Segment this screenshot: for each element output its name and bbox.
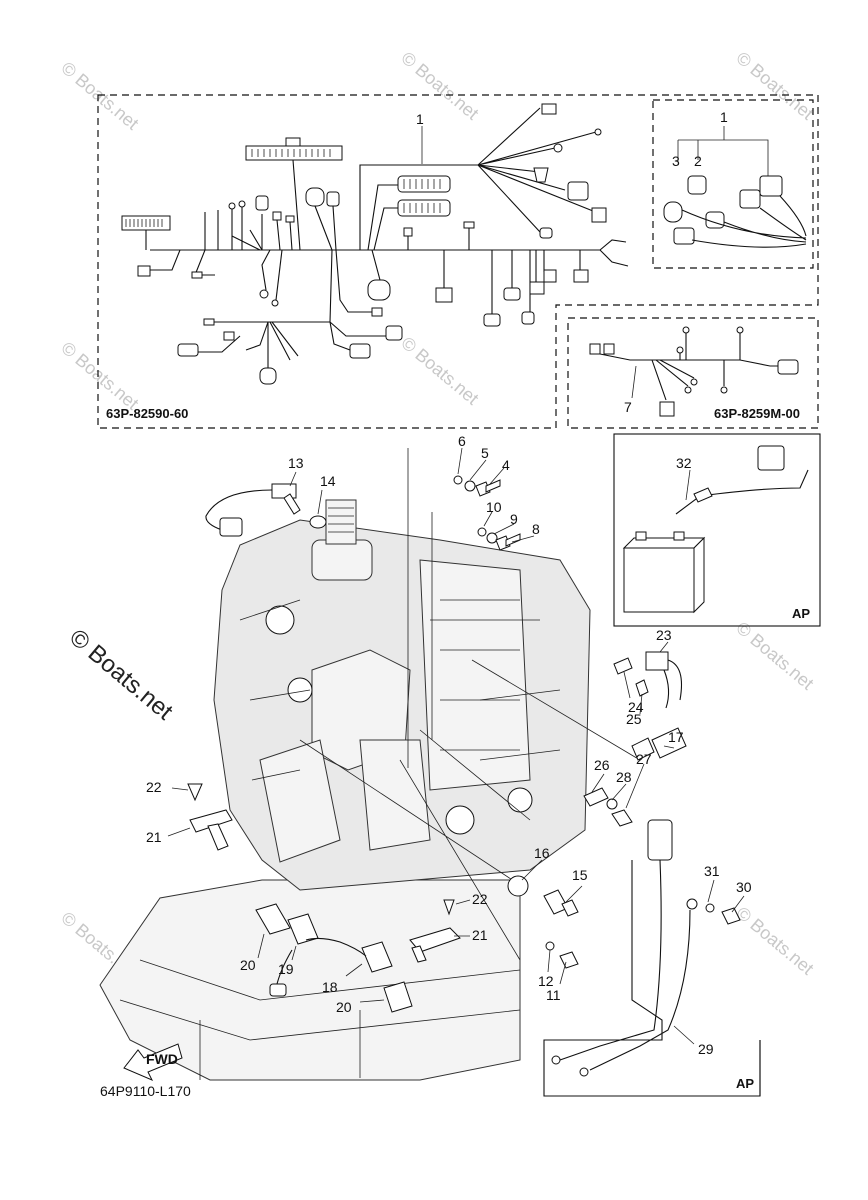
callout-25: 25: [626, 711, 642, 727]
watermark: © Boats.net: [397, 333, 482, 409]
watermark: © Boats.net: [397, 48, 482, 124]
callout-11: 11: [546, 987, 561, 1003]
callout-31: 31: [704, 863, 720, 879]
watermark-large: © Boats.net: [64, 624, 178, 726]
sub-harness-part-number: 63P-8259M-00: [714, 406, 800, 421]
callout-3: 3: [672, 153, 680, 169]
callout-17: 17: [668, 729, 684, 745]
engine-block: [99, 499, 591, 1081]
callout-5: 5: [481, 445, 489, 461]
fwd-arrow-icon: [123, 1043, 183, 1081]
callout-22-right: 22: [472, 891, 488, 907]
callout-2: 2: [694, 153, 702, 169]
callout-21-right: 21: [472, 927, 488, 943]
callout-24: 24: [628, 699, 644, 715]
callout-20-left: 20: [240, 957, 256, 973]
watermark: © Boats.net: [732, 618, 817, 694]
callout-1-inset: 1: [720, 109, 728, 125]
callout-20-right: 20: [336, 999, 352, 1015]
callout-1: 1: [416, 111, 424, 127]
drawing-number: 64P9110-L170: [100, 1083, 191, 1099]
component-parts: 13 14 6 5 4 10 9 8 23 24 25 17: [100, 433, 687, 1099]
battery-cable-inset: 31 30 29 AP: [543, 819, 761, 1097]
callout-29: 29: [698, 1041, 714, 1057]
callout-23: 23: [656, 627, 672, 643]
callout-8: 8: [532, 521, 540, 537]
callout-7: 7: [624, 399, 632, 415]
callout-28: 28: [616, 769, 632, 785]
watermark: © Boats.net: [57, 338, 142, 414]
callout-22-left: 22: [146, 779, 162, 795]
callout-26: 26: [594, 757, 610, 773]
watermark: © Boats.net: [732, 48, 817, 124]
callout-21-left: 21: [146, 829, 162, 845]
callout-10: 10: [486, 499, 502, 515]
ap-label-cable: AP: [736, 1076, 754, 1091]
callout-16: 16: [534, 845, 550, 861]
callout-30: 30: [736, 879, 752, 895]
callout-9: 9: [510, 511, 518, 527]
callout-18: 18: [322, 979, 338, 995]
ap-label-battery: AP: [792, 606, 810, 621]
battery-inset: 32 AP: [613, 433, 821, 627]
fwd-label: FWD: [146, 1051, 178, 1067]
callout-32: 32: [676, 455, 692, 471]
callout-14: 14: [320, 473, 336, 489]
wire-harness-panel: 1 63P-82590-60 1 2 3 7 63P-8259M-00: [97, 94, 819, 429]
callout-19: 19: [278, 961, 294, 977]
watermark: © Boats.net: [732, 903, 817, 979]
callout-12: 12: [538, 973, 554, 989]
callout-15: 15: [572, 867, 588, 883]
callout-4: 4: [502, 457, 510, 473]
callout-27: 27: [636, 751, 652, 767]
callout-6: 6: [458, 433, 466, 449]
harness-part-number: 63P-82590-60: [106, 406, 188, 421]
callout-13: 13: [288, 455, 304, 471]
watermark: © Boats.net: [57, 58, 142, 134]
